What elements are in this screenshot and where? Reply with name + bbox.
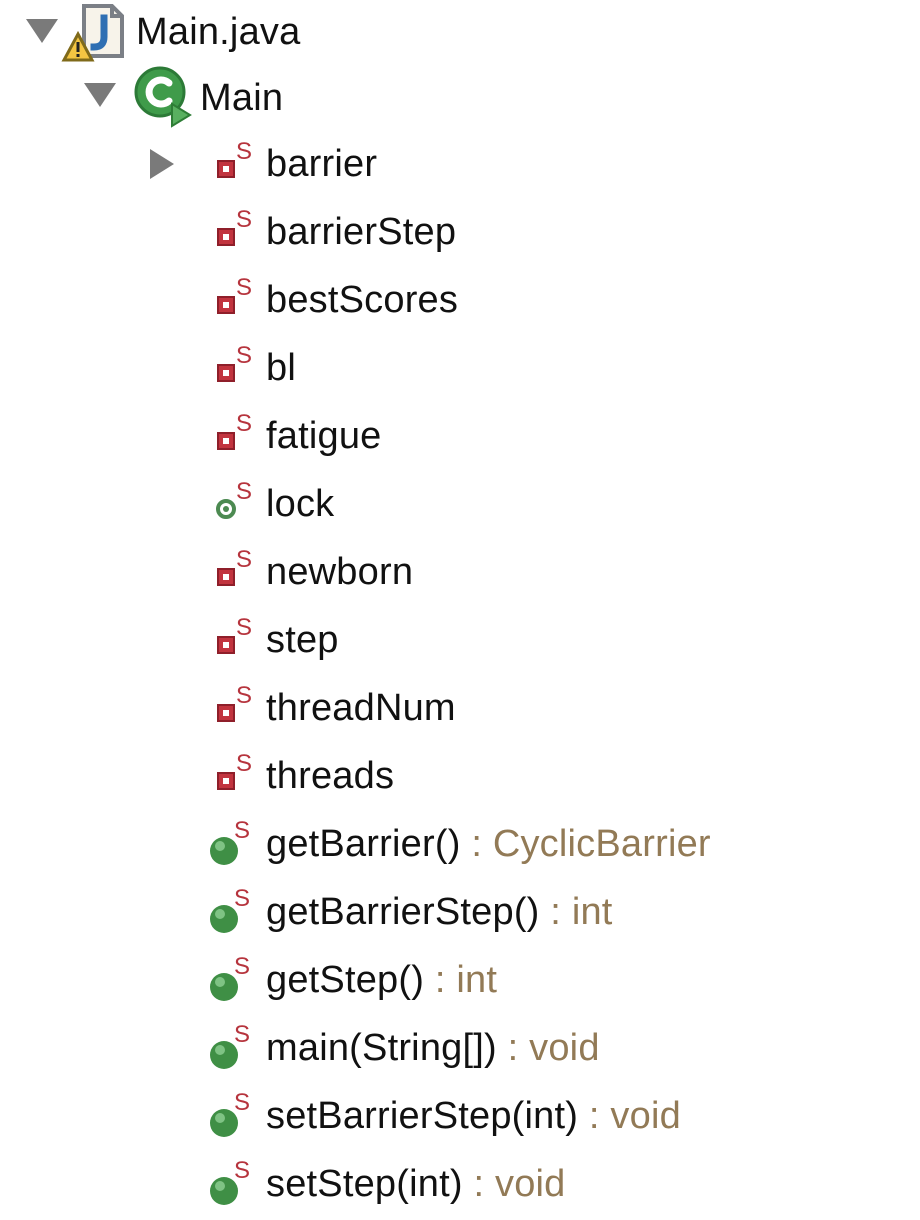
method-signature: setBarrierStep(int) : void xyxy=(266,1082,681,1150)
tree-row-field[interactable]: S fatigue xyxy=(0,402,920,470)
expand-toggle-icon[interactable] xyxy=(84,83,116,107)
public-static-method-icon: S xyxy=(210,953,250,1001)
method-signature: getBarrierStep() : int xyxy=(266,878,613,946)
private-static-field-icon: S xyxy=(217,546,252,586)
java-file-warning-icon xyxy=(61,4,124,62)
field-label: barrierStep xyxy=(266,211,457,253)
expand-toggle-icon[interactable] xyxy=(26,19,58,43)
public-static-method-icon: S xyxy=(210,885,250,933)
field-label: threadNum xyxy=(266,687,456,729)
method-signature: setStep(int) : void xyxy=(266,1150,566,1218)
private-static-field-icon: S xyxy=(217,342,252,382)
return-type: void xyxy=(495,1163,566,1205)
tree-row-field[interactable]: S bl xyxy=(0,334,920,402)
method-name: setStep(int) xyxy=(266,1163,463,1205)
method-name: main(String[]) xyxy=(266,1027,497,1069)
private-static-field-icon: S xyxy=(217,206,252,246)
tree-row-field[interactable]: S barrier xyxy=(0,130,920,198)
type-separator: : xyxy=(460,823,493,865)
type-separator: : xyxy=(539,891,572,933)
method-name: getBarrierStep() xyxy=(266,891,540,933)
svg-text:S: S xyxy=(234,817,250,844)
tree-row-field[interactable]: S barrierStep xyxy=(0,198,920,266)
method-signature: getBarrier() : CyclicBarrier xyxy=(266,810,711,878)
svg-text:S: S xyxy=(236,206,252,233)
field-label: step xyxy=(266,619,339,661)
svg-text:S: S xyxy=(236,614,252,641)
tree-row-method[interactable]: S getBarrier() : CyclicBarrier xyxy=(0,810,920,878)
svg-text:S: S xyxy=(236,682,252,709)
svg-text:S: S xyxy=(236,478,252,505)
svg-text:S: S xyxy=(234,953,250,980)
private-static-field-icon: S xyxy=(217,138,252,178)
return-type: int xyxy=(571,891,613,933)
svg-text:S: S xyxy=(236,546,252,573)
return-type: CyclicBarrier xyxy=(492,823,711,865)
type-separator: : xyxy=(424,959,457,1001)
tree-row-field[interactable]: S threads xyxy=(0,742,920,810)
method-signature: main(String[]) : void xyxy=(266,1014,600,1082)
public-static-method-icon: S xyxy=(210,1089,250,1137)
tree-row-method[interactable]: S setStep(int) : void xyxy=(0,1150,920,1218)
field-label: bestScores xyxy=(266,279,459,321)
method-name: setBarrierStep(int) xyxy=(266,1095,579,1137)
svg-text:S: S xyxy=(236,750,252,777)
tree-row-method[interactable]: S getBarrierStep() : int xyxy=(0,878,920,946)
type-separator: : xyxy=(496,1027,530,1069)
class-runnable-icon xyxy=(134,66,192,128)
svg-text:S: S xyxy=(236,274,252,301)
type-separator: : xyxy=(462,1163,495,1205)
svg-text:S: S xyxy=(236,342,252,369)
public-static-method-icon: S xyxy=(210,1021,250,1069)
field-label: fatigue xyxy=(266,415,382,457)
svg-text:S: S xyxy=(234,885,250,912)
svg-text:S: S xyxy=(236,410,252,437)
private-static-field-icon: S xyxy=(217,614,252,654)
tree-row-method[interactable]: S main(String[]) : void xyxy=(0,1014,920,1082)
class-label: Main xyxy=(200,77,284,119)
method-name: getStep() xyxy=(266,959,425,1001)
tree-row-field[interactable]: S newborn xyxy=(0,538,920,606)
type-separator: : xyxy=(578,1095,611,1137)
tree-row-field[interactable]: S lock xyxy=(0,470,920,538)
return-type: void xyxy=(610,1095,681,1137)
field-label: threads xyxy=(266,755,395,797)
method-signature: getStep() : int xyxy=(266,946,497,1014)
private-static-field-icon: S xyxy=(217,274,252,314)
field-label: bl xyxy=(266,347,296,389)
tree-row-field[interactable]: S step xyxy=(0,606,920,674)
public-static-method-icon: S xyxy=(210,817,250,865)
field-label: lock xyxy=(266,483,335,525)
public-static-method-icon: S xyxy=(210,1157,250,1205)
tree-row-method[interactable]: S setBarrierStep(int) : void xyxy=(0,1082,920,1150)
file-label: Main.java xyxy=(136,11,301,53)
tree-row-method[interactable]: S getStep() : int xyxy=(0,946,920,1014)
expand-toggle-icon[interactable] xyxy=(150,149,174,179)
return-type: void xyxy=(529,1027,600,1069)
svg-text:S: S xyxy=(234,1089,250,1116)
tree-row-field[interactable]: S bestScores xyxy=(0,266,920,334)
field-label: newborn xyxy=(266,551,414,593)
field-label: barrier xyxy=(266,143,378,185)
public-static-field-icon: S xyxy=(216,478,252,519)
private-static-field-icon: S xyxy=(217,750,252,790)
return-type: int xyxy=(456,959,498,1001)
tree-row-field[interactable]: S threadNum xyxy=(0,674,920,742)
tree-row-class[interactable]: Main xyxy=(0,64,920,132)
tree-row-file[interactable]: Main.java xyxy=(0,0,920,68)
private-static-field-icon: S xyxy=(217,682,252,722)
svg-text:S: S xyxy=(234,1157,250,1184)
private-static-field-icon: S xyxy=(217,410,252,450)
svg-text:S: S xyxy=(234,1021,250,1048)
method-name: getBarrier() xyxy=(266,823,461,865)
svg-text:S: S xyxy=(236,138,252,165)
